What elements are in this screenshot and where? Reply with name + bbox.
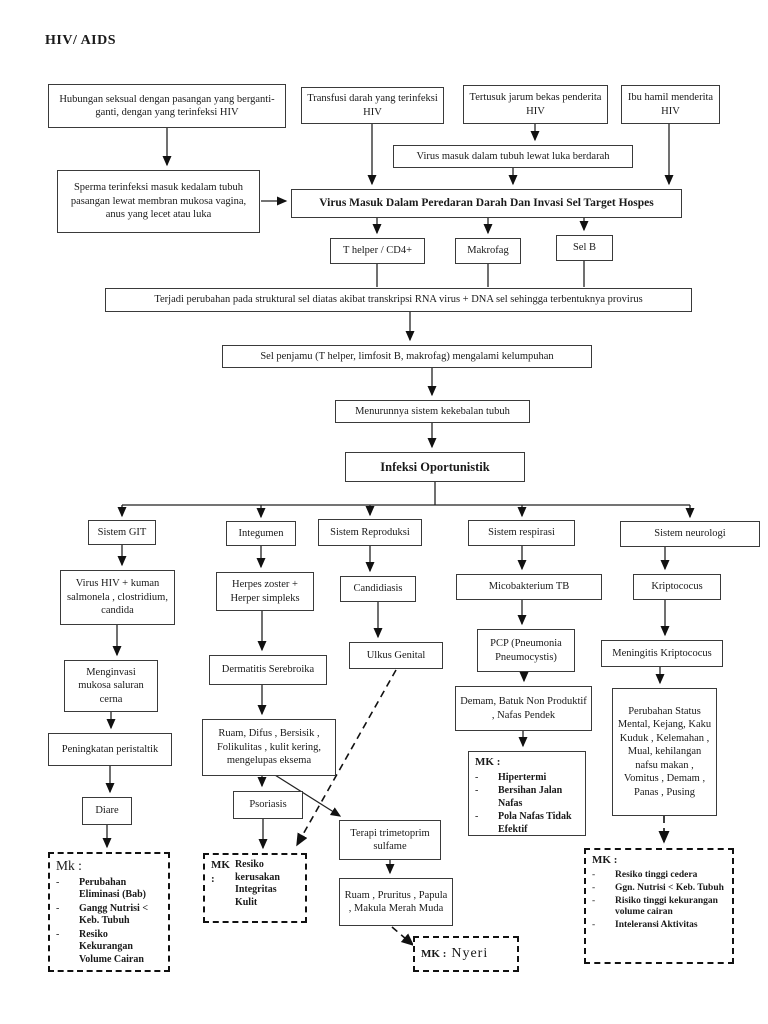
mk-text: Nyeri [451, 946, 489, 962]
node-candidiasis: Candidiasis [340, 576, 416, 602]
node-menginvasi-mukosa: Menginvasi mukosa saluran cerna [64, 660, 158, 712]
node-perubahan-status: Perubahan Status Mental, Kejang, Kaku Ku… [612, 688, 717, 816]
node-kriptococus: Kriptococus [633, 574, 721, 600]
node-dermatitis-serebroika: Dermatitis Serebroika [209, 655, 327, 685]
node-micobakterium-tb: Micobakterium TB [456, 574, 602, 600]
branch-integumen: Integumen [226, 521, 296, 546]
branch-sistem-reproduksi: Sistem Reproduksi [318, 519, 422, 546]
node-virus-kuman: Virus HIV + kuman salmonela , clostridiu… [60, 570, 175, 625]
node-transfusi-darah: Transfusi darah yang terinfeksi HIV [301, 87, 444, 124]
mk-item: -Bersihan Jalan Nafas [475, 785, 563, 809]
node-makrofag: Makrofag [455, 238, 521, 264]
mk-item: -Perubahan Eliminasi (Bab) [56, 876, 146, 901]
node-tertusuk-jarum: Tertusuk jarum bekas penderita HIV [463, 85, 608, 124]
node-herpes-zoster: Herpes zoster + Herper simpleks [216, 572, 314, 611]
mk-item: -Hipertermi [475, 771, 547, 783]
mk-box-nyeri: MK : Nyeri [413, 936, 519, 972]
node-virus-masuk-luka: Virus masuk dalam tubuh lewat luka berda… [393, 145, 633, 168]
branch-sistem-neurologi: Sistem neurologi [620, 521, 760, 547]
branch-sistem-respirasi: Sistem respirasi [468, 520, 575, 546]
node-demam-batuk: Demam, Batuk Non Produktif , Nafas Pende… [455, 686, 592, 731]
node-meningitis-kriptococus: Meningitis Kriptococus [601, 640, 723, 667]
mk-label: MK : [421, 948, 447, 961]
mk-item: -Risiko tinggi kekurangan volume cairan [592, 895, 718, 918]
mk-label: MK : [592, 854, 618, 866]
mk-label: Mk : [56, 858, 82, 873]
mk-label: MK : [475, 756, 501, 768]
node-hubungan-seksual: Hubungan seksual dengan pasangan yang be… [48, 84, 286, 128]
mk-item: -Gangg Nutrisi < Keb. Tubuh [56, 902, 149, 927]
node-sel-penjamu-kelumpuhan: Sel penjamu (T helper, limfosit B, makro… [222, 345, 592, 368]
node-infeksi-oportunistik: Infeksi Oportunistik [345, 452, 525, 482]
node-ulkus-genital: Ulkus Genital [349, 642, 443, 669]
mk-item: -Resiko Kekurangan Volume Cairan [56, 928, 144, 965]
node-ruam-difus: Ruam, Difus , Bersisik , Folikulitas , k… [202, 719, 336, 776]
mk-box-git: Mk : -Perubahan Eliminasi (Bab)-Gangg Nu… [48, 852, 170, 972]
node-terapi-trimetoprim: Terapi trimetoprim sulfame [339, 820, 441, 860]
mk-item: -Ggn. Nutrisi < Keb. Tubuh [592, 882, 724, 893]
mk-item: -Inteleransi Aktivitas [592, 920, 698, 931]
node-t-helper-cd4: T helper / CD4+ [330, 238, 425, 264]
node-pcp-pneumonia: PCP (Pneumonia Pneumocystis) [477, 629, 575, 672]
node-ibu-hamil: Ibu hamil menderita HIV [621, 85, 720, 124]
mk-box-neurologi: MK : -Resiko tinggi cedera -Ggn. Nutrisi … [584, 848, 734, 964]
mk-item: -Resiko tinggi cedera [592, 869, 698, 880]
node-sel-b: Sel B [556, 235, 613, 261]
branch-sistem-git: Sistem GIT [88, 520, 156, 545]
mk-label: MK : [211, 859, 230, 885]
mk-box-integritas-kulit: MK : Resiko kerusakan Integritas Kulit [203, 853, 307, 923]
node-invasi-sel-target: Virus Masuk Dalam Peredaran Darah Dan In… [291, 189, 682, 218]
node-peningkatan-peristaltik: Peningkatan peristaltik [48, 733, 172, 766]
node-ruam-pruritus: Ruam , Pruritus , Papula , Makula Merah … [339, 878, 453, 926]
node-sperma-terinfeksi: Sperma terinfeksi masuk kedalam tubuh pa… [57, 170, 260, 233]
node-provirus: Terjadi perubahan pada struktural sel di… [105, 288, 692, 312]
mk-box-respirasi: MK : -Hipertermi -Bersihan Jalan Nafas-Po… [468, 751, 586, 836]
node-diare: Diare [82, 797, 132, 825]
node-kekebalan-menurun: Menurunnya sistem kekebalan tubuh [335, 400, 530, 423]
node-psoriasis: Psoriasis [233, 791, 303, 819]
mk-text: Resiko kerusakan Integritas Kulit [234, 859, 280, 908]
mk-item: -Pola Nafas Tidak Efektif [475, 811, 572, 835]
page-title: HIV/ AIDS [45, 33, 117, 48]
